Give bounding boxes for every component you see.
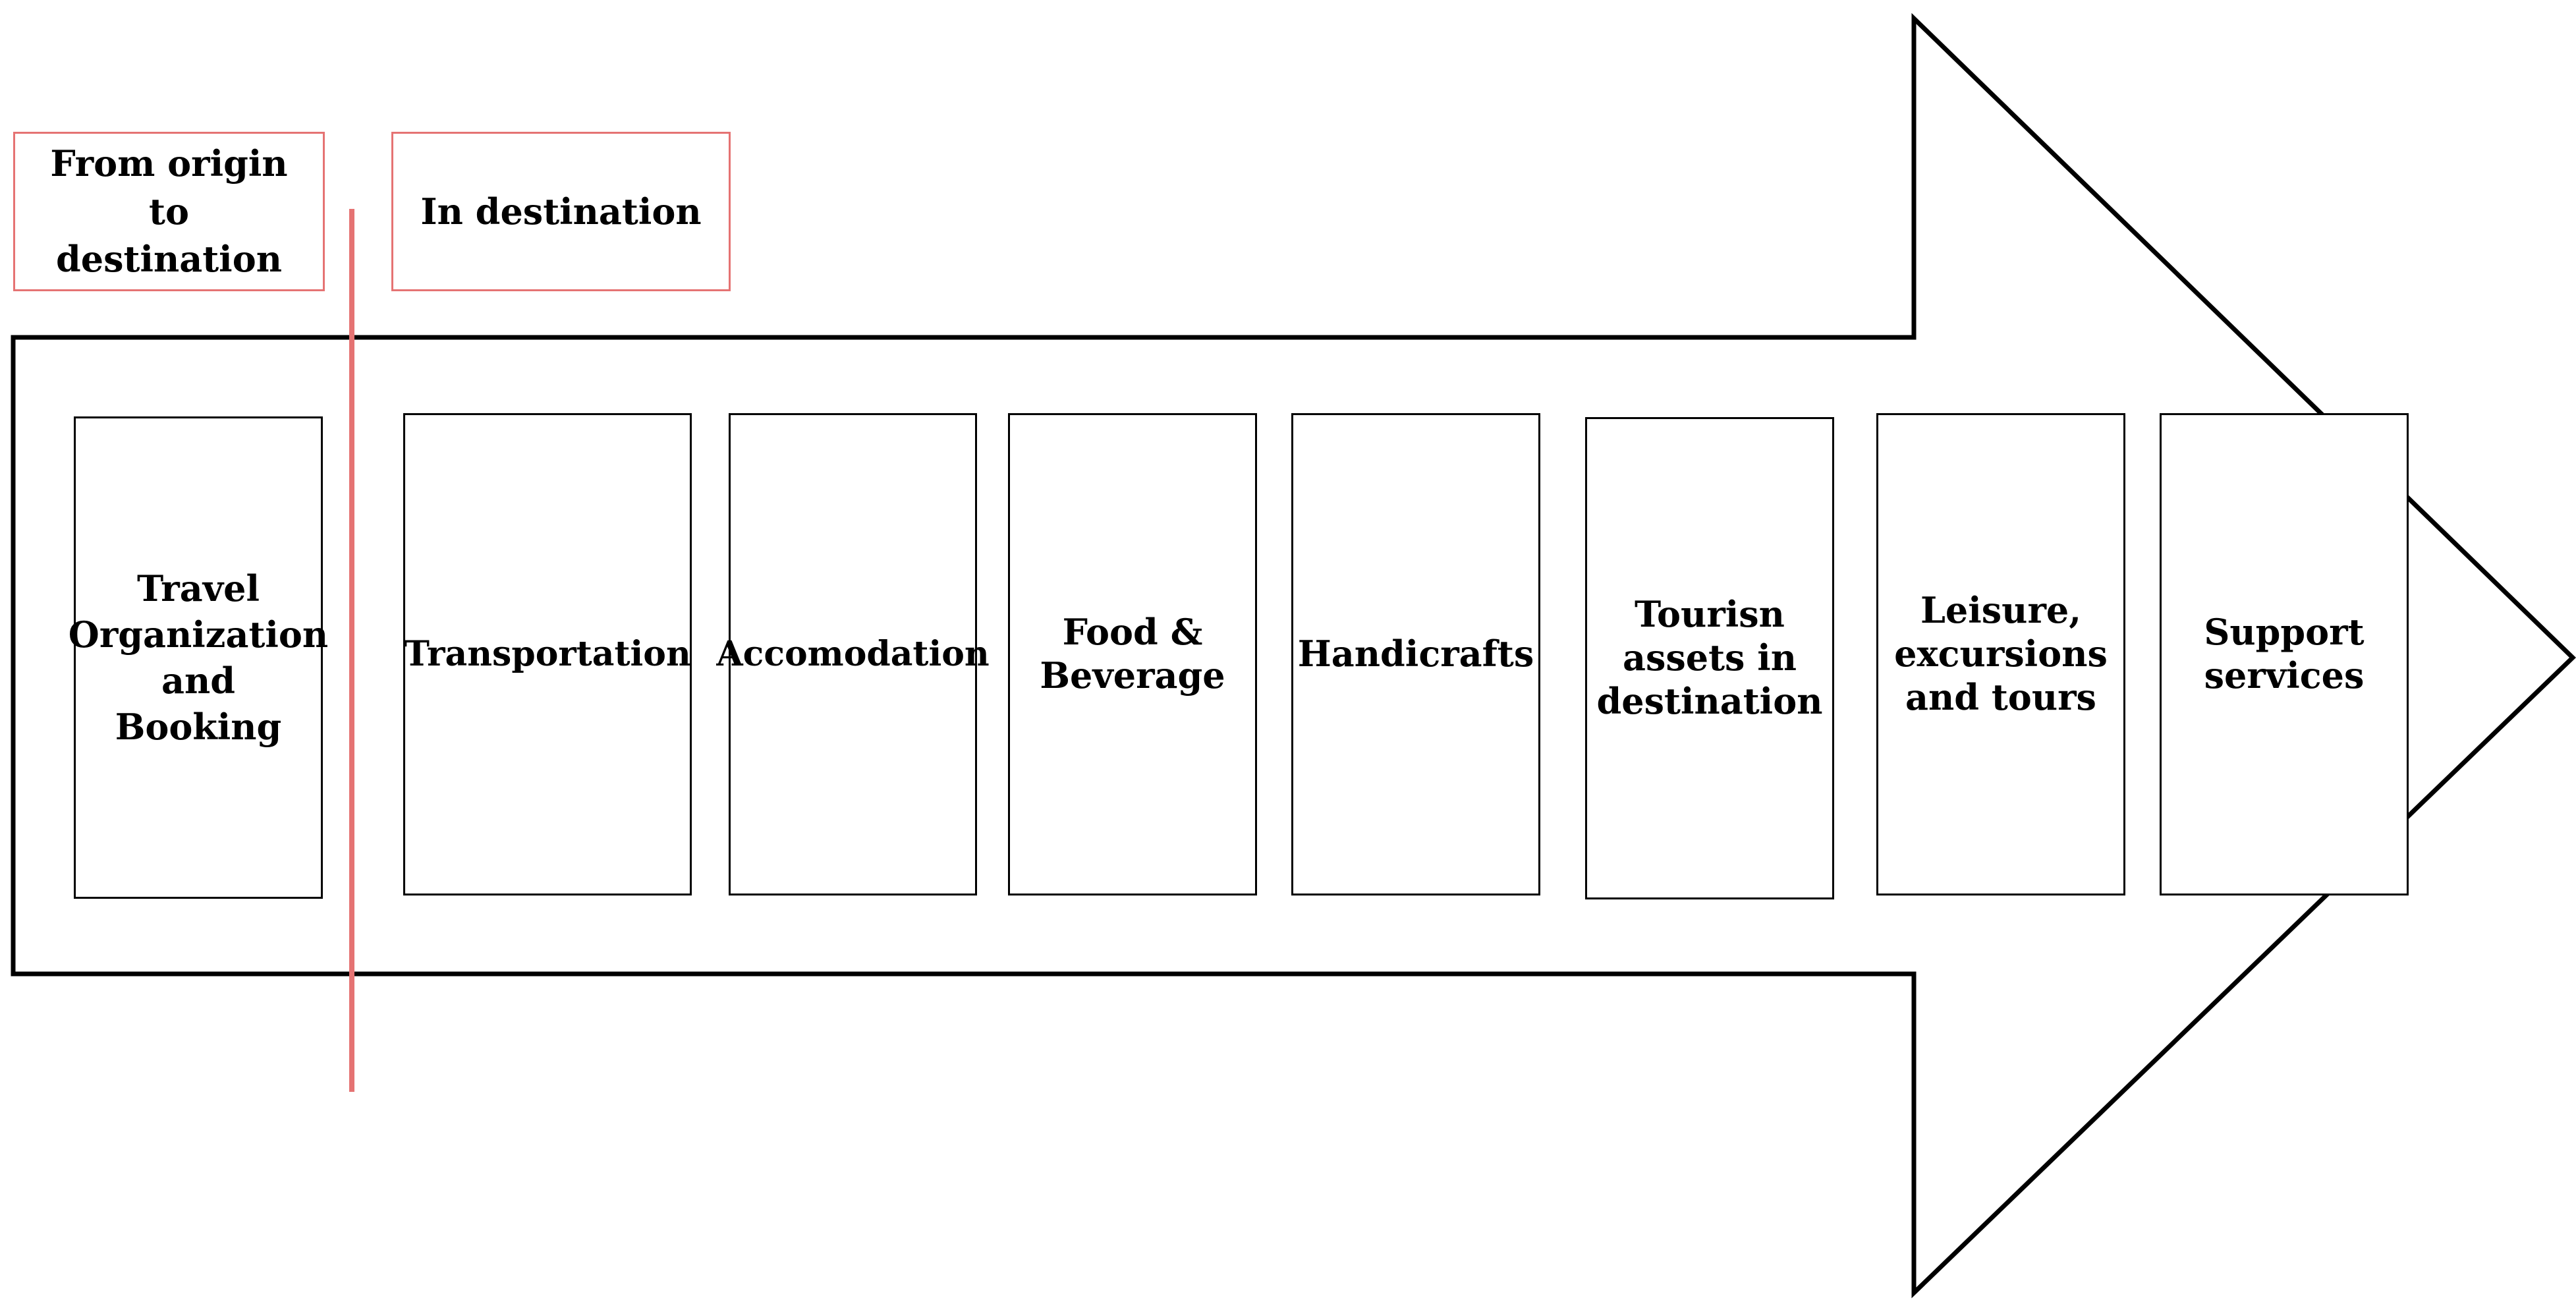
phase-from-origin-label: From origin to destination	[13, 132, 325, 291]
stage-tourism-assets: Tourisn assets in destination	[1585, 417, 1834, 899]
stage-travel-organization-booking: Travel Organization and Booking	[69, 416, 328, 899]
stage-leisure-excursions-tours: Leisure, excursions and tours	[1876, 413, 2125, 895]
stage-accomodation: Accomodation	[716, 413, 990, 895]
phase-in-destination-label: In destination	[391, 132, 731, 291]
stage-food-beverage: Food & Beverage	[1008, 413, 1257, 895]
phase-divider-line	[349, 209, 354, 1092]
stage-handicrafts: Handicrafts	[1291, 413, 1540, 895]
stage-support-services: Support services	[2160, 413, 2409, 895]
stage-transportation: Transportation	[403, 413, 692, 895]
